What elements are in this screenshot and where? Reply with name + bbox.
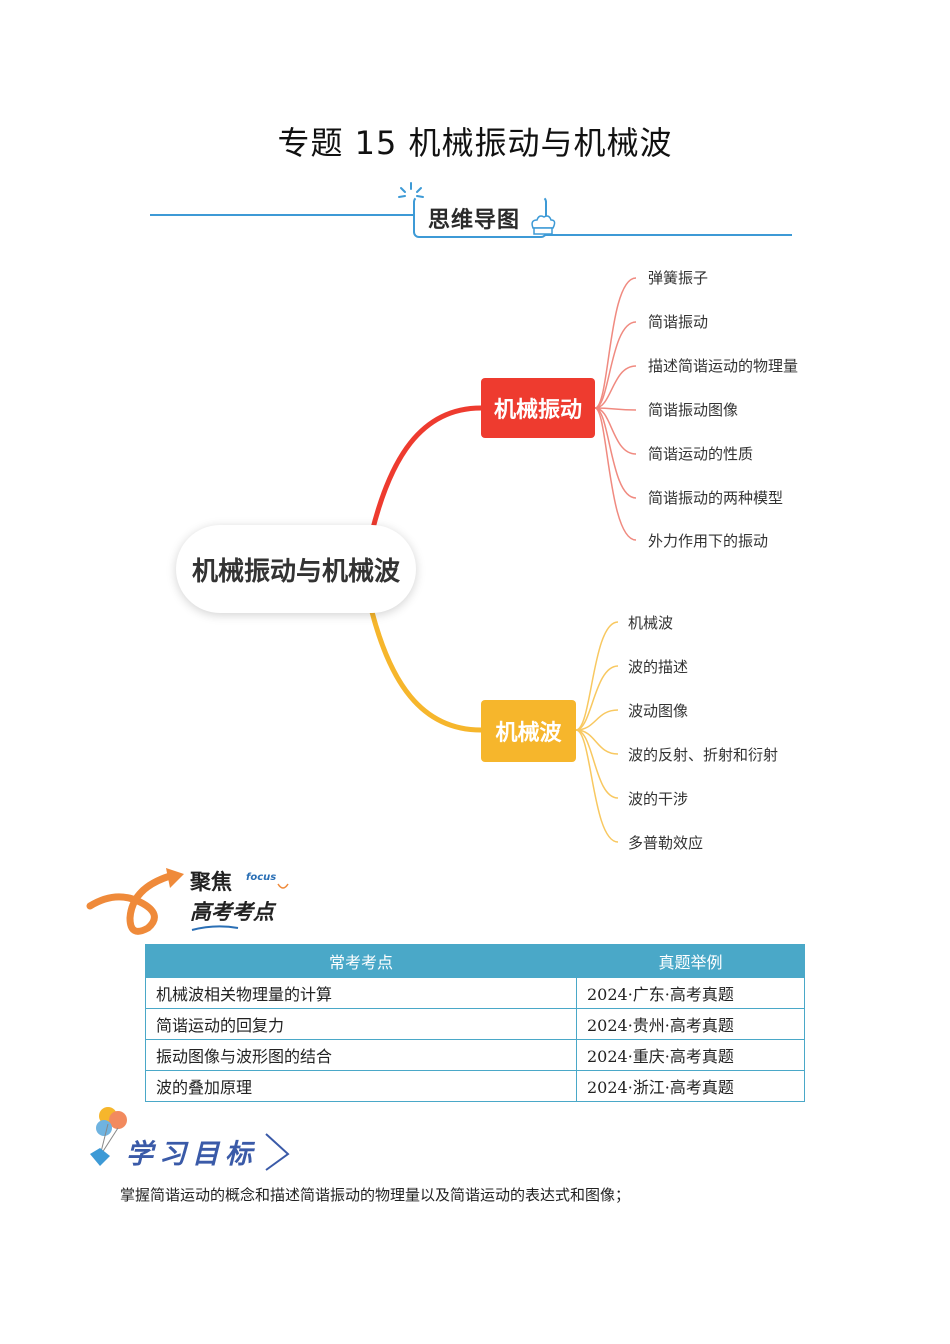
mind-map-center-node: 机械振动与机械波 [176,525,416,613]
leaf-node: 波的描述 [628,658,689,676]
table-cell: 2024·贵州·高考真题 [576,1008,805,1040]
goal-text: 掌握简谐运动的概念和描述简谐振动的物理量以及简谐运动的表达式和图像； [120,1186,631,1204]
table-cell: 2024·重庆·高考真题 [576,1039,805,1071]
table-cell: 机械波相关物理量的计算 [145,977,577,1009]
table-header-row: 常考考点 真题举例 [145,944,805,978]
leaf-node: 简谐运动的性质 [648,445,754,463]
swirl-arrow-icon [86,868,184,935]
table-row: 机械波相关物理量的计算 2024·广东·高考真题 [145,977,805,1009]
table-cell: 2024·广东·高考真题 [576,977,805,1009]
leaf-node: 波动图像 [628,702,689,720]
leaf-node: 多普勒效应 [628,834,704,852]
leaf-node: 波的干涉 [628,790,689,808]
exam-points-table: 常考考点 真题举例 机械波相关物理量的计算 2024·广东·高考真题 简谐运动的… [145,944,805,1102]
banner-line-right [545,234,792,236]
goal-title: 学习目标 [126,1139,258,1170]
header-exam-point: 常考考点 [145,944,577,978]
table-cell: 2024·浙江·高考真题 [576,1070,805,1102]
focus-heading: 聚焦 focus 高考考点 [86,862,306,938]
leaf-node: 简谐振动的两种模型 [648,489,784,507]
table-cell: 振动图像与波形图的结合 [145,1039,577,1071]
sparkle-icon [398,182,424,198]
table-cell: 简谐运动的回复力 [145,1008,577,1040]
leaf-node: 简谐振动 [648,313,709,331]
mind-map: 机械振动与机械波 机械振动 机械波 弹簧振子 简谐振动 描述简谐运动的物理量 简… [0,250,950,860]
underline-stroke-icon [191,925,239,931]
leaf-node: 外力作用下的振动 [648,532,769,550]
leaf-node: 弹簧振子 [648,269,709,287]
chef-hat-icon [531,215,556,235]
banner-label: 思维导图 [428,208,521,233]
table-row: 简谐运动的回复力 2024·贵州·高考真题 [145,1008,805,1040]
leaf-node: 简谐振动图像 [648,401,739,419]
mind-map-connectors [369,277,637,843]
page-title: 专题 15 机械振动与机械波 [277,124,673,162]
table-row: 波的叠加原理 2024·浙江·高考真题 [145,1070,805,1102]
table-cell: 波的叠加原理 [145,1070,577,1102]
focus-title: 聚焦 [190,870,232,894]
chevron-right-icon [265,1133,290,1171]
branch-node-vibration: 机械振动 [481,378,595,438]
balloons-icon [90,1107,127,1166]
branch-node-wave: 机械波 [481,700,576,762]
leaf-node: 描述简谐运动的物理量 [648,357,799,375]
focus-english: focus [246,872,277,883]
header-example: 真题举例 [576,944,805,978]
leaf-node: 波的反射、折射和衍射 [628,746,779,764]
focus-subtitle: 高考考点 [190,900,274,924]
goal-heading: 学习目标 [86,1104,306,1174]
table-row: 振动图像与波形图的结合 2024·重庆·高考真题 [145,1039,805,1071]
leaf-node: 机械波 [628,614,674,632]
smile-icon [277,883,289,889]
banner-line-left [150,214,415,216]
